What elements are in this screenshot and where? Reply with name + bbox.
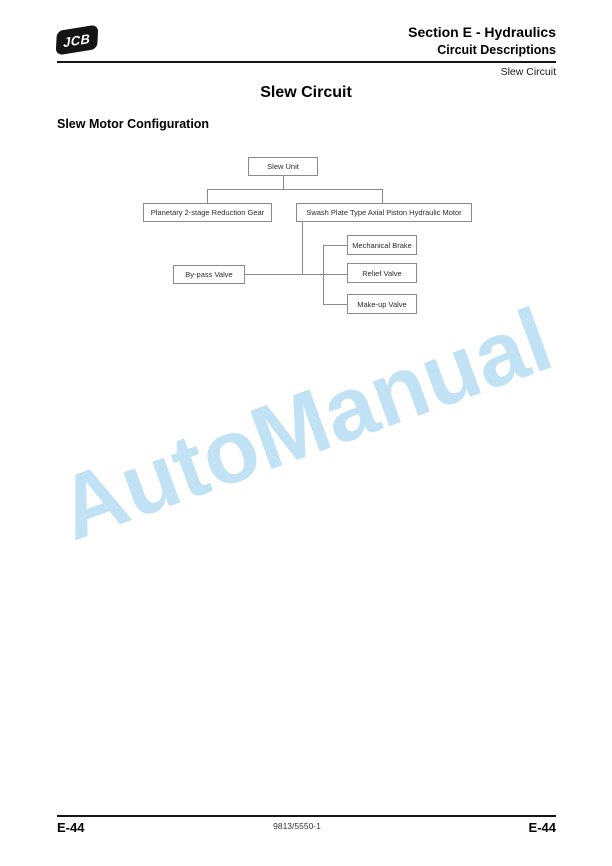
connector-line — [323, 245, 347, 246]
connector-line — [207, 189, 383, 190]
connector-line — [245, 274, 347, 275]
connector-line — [207, 189, 208, 203]
diagram-node-planetary-gear: Planetary 2-stage Reduction Gear — [143, 203, 272, 222]
connector-line — [382, 189, 383, 203]
connector-line — [302, 222, 303, 274]
section-title: Section E - Hydraulics — [408, 24, 556, 40]
breadcrumb: Slew Circuit — [500, 66, 556, 78]
diagram-node-makeup-valve: Make-up Valve — [347, 294, 417, 314]
subsection-title: Circuit Descriptions — [437, 42, 556, 57]
diagram-node-bypass-valve: By-pass Valve — [173, 265, 245, 284]
diagram-node-mechanical-brake: Mechanical Brake — [347, 235, 417, 255]
footer-page-number-left: E-44 — [57, 820, 85, 835]
footer-document-number: 9813/5550-1 — [273, 821, 321, 831]
header-rule — [57, 61, 556, 63]
diagram-node-slew-unit: Slew Unit — [248, 157, 318, 176]
connector-line — [323, 304, 347, 305]
footer-rule — [57, 815, 556, 817]
connector-line — [323, 245, 324, 304]
section-heading: Slew Motor Configuration — [57, 117, 210, 131]
diagram-node-relief-valve: Relief Valve — [347, 263, 417, 283]
diagram-node-swash-plate-motor: Swash Plate Type Axial Piston Hydraulic … — [296, 203, 472, 222]
header-titles: Section E - Hydraulics Circuit Descripti… — [408, 24, 556, 58]
footer-page-number-right: E-44 — [528, 820, 556, 835]
connector-line — [283, 176, 284, 190]
page-title: Slew Circuit — [260, 84, 352, 101]
